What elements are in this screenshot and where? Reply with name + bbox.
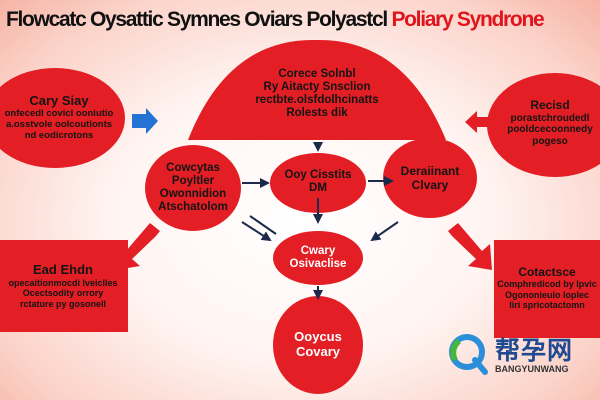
node-left-ellipse-line-3: a.osstvole oolcoutionts bbox=[5, 119, 113, 130]
node-top-line-2: Ry Aitacty Snsclion bbox=[263, 80, 371, 93]
bottom-ellipse-shape bbox=[273, 296, 363, 394]
node-middle: Cwary Osivaclise bbox=[278, 240, 358, 276]
node-center-line-1: Ooy Cisstits bbox=[284, 168, 352, 181]
logo-chinese-text: 帮孕网 bbox=[495, 337, 574, 365]
node-middle-line-1: Cwary bbox=[300, 244, 336, 257]
node-left-mid: Cowcytas Poyltler Owonnidion Atschatolom bbox=[148, 153, 238, 223]
node-top-line-3: rectbte.olsfdolhcinatts bbox=[255, 94, 379, 106]
node-right-box: Cotactsce Comphredicod by Ipvic Ogononie… bbox=[496, 246, 598, 330]
node-right-mid-line-1: Deraiinant bbox=[400, 164, 460, 179]
node-right-ellipse-line-2: porastchroudedl bbox=[510, 112, 590, 124]
node-middle-line-2: Osivaclise bbox=[289, 258, 347, 270]
node-right-box-line-2: Comphredicod by Ipvic bbox=[497, 279, 597, 290]
node-left-mid-line-2: Poyltler bbox=[171, 174, 215, 187]
node-left-ellipse-line-4: nd eodicrotons bbox=[24, 129, 94, 141]
node-right-ellipse: Recisd porastchroudedl pooldcecoonnedy p… bbox=[500, 88, 600, 158]
node-left-ellipse: Cary Siay onfecedl covicl ooniutio a.oss… bbox=[0, 84, 118, 152]
red-arrow-left-down-icon bbox=[116, 223, 160, 270]
bangyunwang-logo: 帮孕网 BANGYUNWANG bbox=[447, 330, 587, 380]
node-right-mid-line-2: Clvary bbox=[411, 178, 449, 192]
left-mid-ellipse-shape bbox=[145, 145, 241, 231]
right-ellipse-shape bbox=[487, 73, 600, 177]
connector-center-to-middle-right bbox=[370, 221, 399, 242]
node-bottom: Ooycus Covary bbox=[278, 323, 358, 367]
connector-center-to-middle-left-2 bbox=[249, 215, 277, 235]
node-top-line-4: Rolests dik bbox=[286, 107, 348, 120]
node-top-line-1: Corece Solnbl bbox=[278, 67, 356, 80]
top-dome-shape bbox=[188, 39, 446, 140]
node-right-box-line-3: Ogononieulo Ioplec bbox=[505, 289, 589, 300]
node-right-ellipse-line-1: Recisd bbox=[530, 97, 570, 112]
node-right-mid: Deraiinant Clvary bbox=[388, 158, 472, 200]
node-right-box-line-1: Cotactsce bbox=[518, 264, 576, 279]
blue-arrow-icon bbox=[132, 108, 158, 134]
right-mid-ellipse-shape bbox=[383, 138, 477, 218]
node-left-box-line-2: opecaitionmocdi Iveiclles bbox=[8, 277, 118, 288]
node-right-ellipse-line-3: pooldcecoonnedy bbox=[507, 124, 593, 136]
logo-mark-icon bbox=[449, 334, 488, 375]
node-center-line-2: DM bbox=[309, 182, 327, 194]
diagram-title: Flowcatc Oysattic Symnes Oviars Polyastc… bbox=[6, 8, 545, 31]
connector-center-to-middle-left bbox=[241, 221, 272, 242]
node-left-box: Ead Ehdn opecaitionmocdi Iveiclles Ocect… bbox=[0, 244, 126, 328]
left-ellipse-shape bbox=[0, 68, 125, 168]
node-center: Ooy Cisstits DM bbox=[275, 162, 361, 202]
node-bottom-line-2: Covary bbox=[295, 344, 341, 359]
logo-english-text: BANGYUNWANG bbox=[495, 364, 569, 374]
node-left-ellipse-line-1: Cary Siay bbox=[29, 93, 89, 109]
center-ellipse-shape bbox=[270, 153, 366, 213]
node-left-mid-line-1: Cowcytas bbox=[166, 161, 220, 174]
left-box-shape bbox=[0, 240, 128, 332]
node-top: Corece Solnbl Ry Aitacty Snsclion rectbt… bbox=[222, 58, 412, 130]
node-left-box-line-1: Ead Ehdn bbox=[33, 262, 93, 278]
middle-ellipse-shape bbox=[273, 231, 363, 285]
node-left-ellipse-line-2: onfecedl covicl ooniutio bbox=[4, 108, 114, 120]
node-left-box-line-3: Ocectsodity orrory bbox=[22, 288, 104, 299]
node-left-mid-line-4: Atschatolom bbox=[158, 201, 228, 214]
double-arrow-right-icon bbox=[465, 111, 509, 133]
red-arrow-right-down-icon bbox=[448, 223, 492, 270]
node-bottom-line-1: Ooycus bbox=[294, 329, 342, 345]
node-left-mid-line-3: Owonnidion bbox=[159, 188, 227, 200]
node-right-ellipse-line-4: pogeso bbox=[532, 135, 568, 147]
node-left-box-line-4: rctature py gosonell bbox=[19, 298, 107, 309]
right-box-shape bbox=[494, 240, 600, 338]
node-right-box-line-4: liri spricotactomn bbox=[509, 300, 585, 311]
